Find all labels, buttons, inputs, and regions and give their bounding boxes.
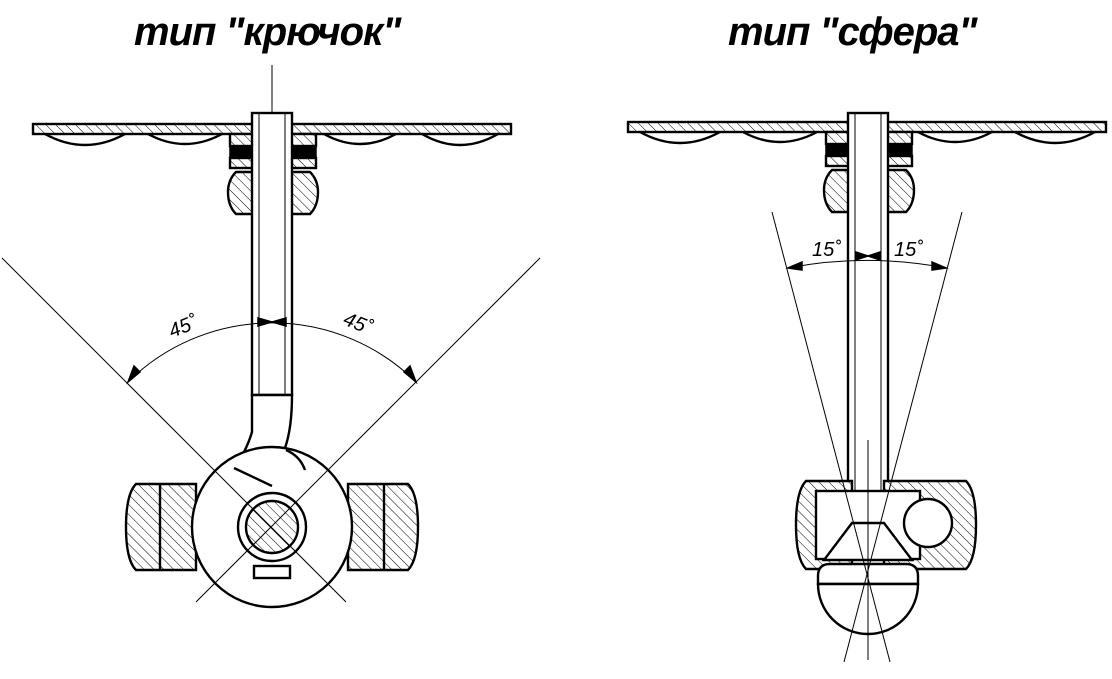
sphere-assembly: 15˚ 15˚ [626,111,1108,663]
sphere-lamp-1 [639,130,721,145]
sphere-lamp-4 [1014,130,1096,145]
hook-assembly: 45˚ 45˚ [1,65,541,609]
hook-rod [250,111,294,397]
hook-angle-line-left [1,257,347,603]
sphere-lamp-3 [917,130,993,144]
sphere-side-ball [902,497,954,549]
hook-lamp-3 [323,132,397,146]
hook-angle-right-label: 45˚ [340,308,375,339]
sphere-lamp-2 [742,130,818,144]
title-hook-type: тип "крючок" [134,10,401,54]
sphere-angle-right-label: 15˚ [894,239,923,261]
title-sphere-type: тип "сфера" [728,10,978,54]
sphere-angle-arc [787,260,947,269]
hook-pin [244,499,300,555]
sphere-angle-left-label: 15˚ [812,239,841,261]
sphere-angle-line-left [771,211,891,663]
hook-lamp-1 [44,132,126,147]
hook-angle-line-right [195,257,541,603]
sphere-angle-line-right [843,211,963,663]
hook-lamp-2 [147,132,223,146]
hook-angle-arc [127,322,417,383]
hook-lamp-4 [421,132,499,147]
